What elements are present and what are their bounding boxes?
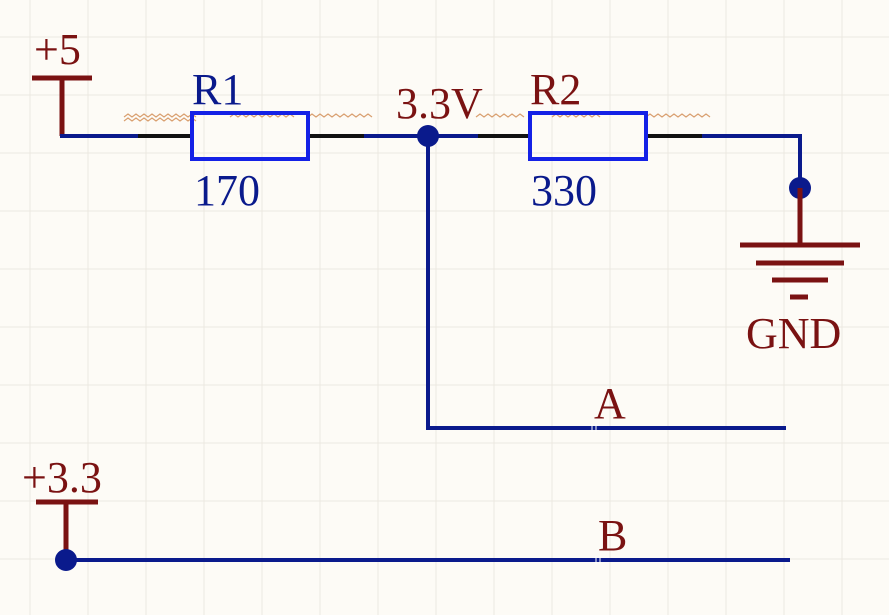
net-label-b[interactable]: B — [595, 511, 627, 564]
resistor-r2-value: 330 — [531, 166, 597, 215]
power-port-5v[interactable]: +5 — [32, 25, 92, 136]
power-port-5v-label: +5 — [34, 25, 81, 74]
resistor-r1-designator: R1 — [192, 65, 243, 114]
net-label-b-text: B — [598, 511, 627, 560]
resistor-r1[interactable]: R1 170 — [138, 65, 364, 215]
resistor-r2-body — [528, 111, 648, 161]
power-port-3v3[interactable]: +3.3 — [22, 453, 102, 571]
ground-symbol[interactable]: GND — [740, 177, 860, 358]
wire-node-to-a — [426, 136, 786, 430]
resistor-r1-value: 170 — [194, 166, 260, 215]
power-port-3v3-label: +3.3 — [22, 453, 102, 502]
resistor-r1-body — [190, 111, 310, 161]
resistor-r2[interactable]: R2 330 — [478, 65, 702, 215]
net-label-3v3-node: 3.3V — [396, 79, 483, 128]
wires[interactable] — [60, 134, 802, 562]
junction-3v3[interactable] — [55, 549, 77, 571]
ground-label: GND — [746, 309, 841, 358]
junction-divider-node[interactable] — [417, 125, 439, 147]
resistor-r2-designator: R2 — [530, 65, 581, 114]
wire-r2-to-gnd — [702, 134, 802, 188]
net-label-a[interactable]: A — [591, 379, 626, 432]
net-label-a-text: A — [594, 379, 626, 428]
